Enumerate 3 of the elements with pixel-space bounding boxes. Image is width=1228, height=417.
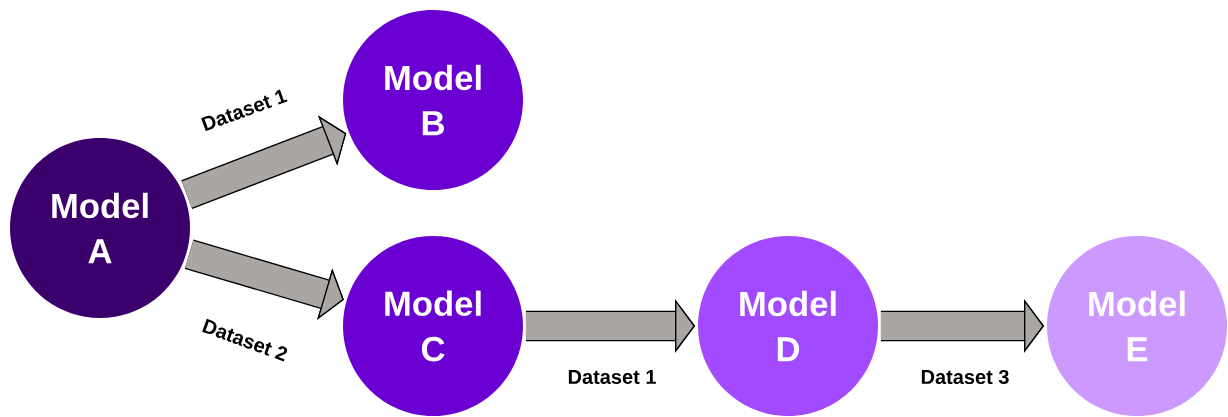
- block-arrow: [181, 115, 347, 209]
- edge-label: Dataset 1: [568, 370, 656, 384]
- edge-label: Dataset 3: [921, 369, 1009, 385]
